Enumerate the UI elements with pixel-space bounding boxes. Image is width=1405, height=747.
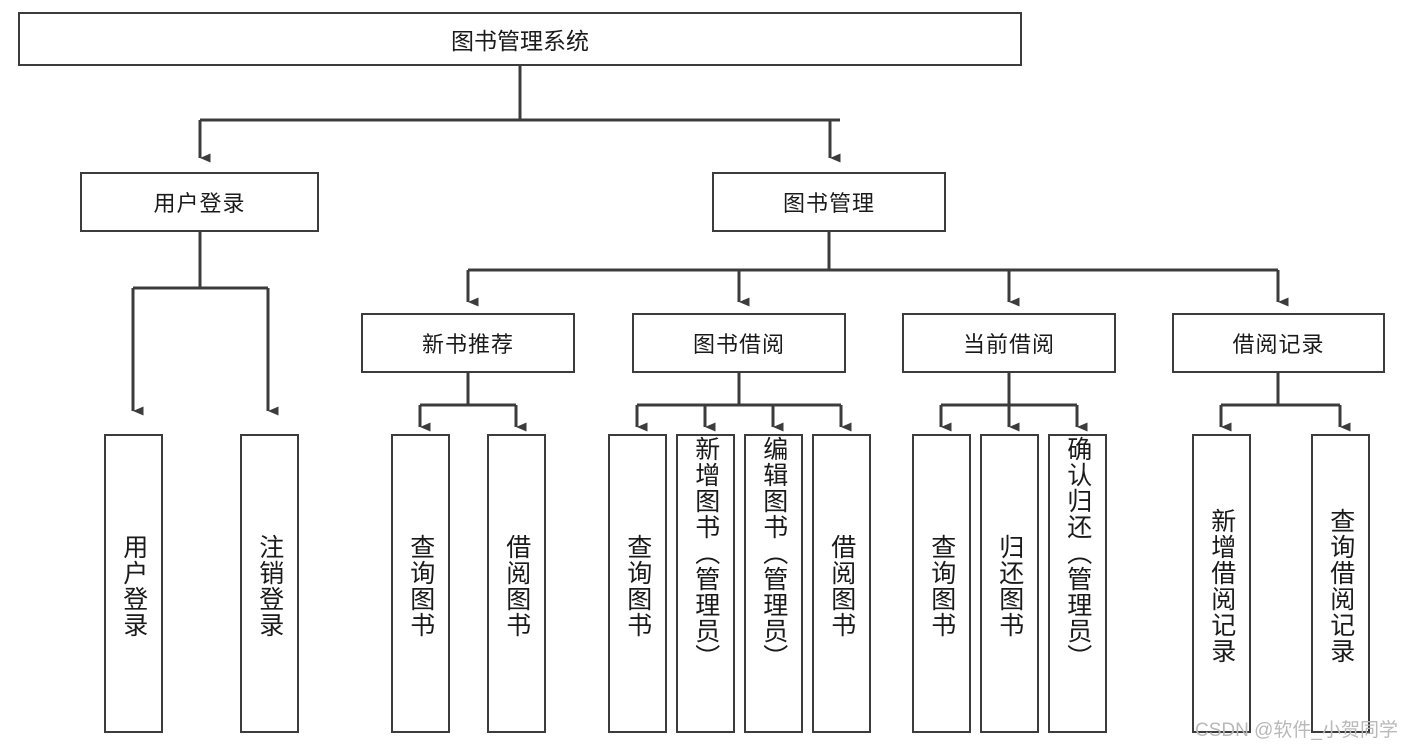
node-current-borrow[interactable]: 当前借阅: [902, 313, 1116, 373]
leaf-user-login-label: 用户登录: [119, 533, 148, 638]
leaf-user-login[interactable]: 用户登录: [104, 434, 163, 733]
node-user-login[interactable]: 用户登录: [80, 172, 319, 232]
node-book-admin[interactable]: 图书管理: [712, 172, 946, 232]
leaf-confirm-return[interactable]: 确认归还（管理员）: [1048, 434, 1107, 733]
leaf-add-record-label: 新增借阅记录: [1207, 507, 1236, 664]
node-borrow-record-label: 借阅记录: [1232, 332, 1325, 357]
leaf-borrow-book-1[interactable]: 借阅图书: [487, 434, 546, 733]
leaf-query-book-2-label: 查询图书: [623, 533, 652, 638]
leaf-edit-book-label: 编辑图书（管理员）: [759, 436, 788, 670]
leaf-query-book-3[interactable]: 查询图书: [912, 434, 971, 733]
leaf-return-book-label: 归还图书: [995, 533, 1024, 638]
leaf-query-book-1-label: 查询图书: [406, 533, 435, 638]
leaf-add-record[interactable]: 新增借阅记录: [1192, 434, 1251, 733]
csdn-watermark: CSDN @软件_小贺同学: [1195, 720, 1398, 741]
leaf-add-book-label: 新增图书（管理员）: [691, 436, 720, 670]
leaf-query-record[interactable]: 查询借阅记录: [1311, 434, 1370, 733]
node-book-borrow-label: 图书借阅: [692, 332, 785, 357]
leaf-logout-label: 注销登录: [255, 533, 284, 638]
leaf-query-book-2[interactable]: 查询图书: [608, 434, 667, 733]
node-user-login-label: 用户登录: [153, 191, 246, 216]
leaf-query-record-label: 查询借阅记录: [1326, 507, 1355, 664]
leaf-add-book[interactable]: 新增图书（管理员）: [676, 434, 735, 733]
leaf-query-book-3-label: 查询图书: [927, 533, 956, 638]
node-new-book-rec-label: 新书推荐: [421, 332, 514, 357]
leaf-borrow-book-2-label: 借阅图书: [827, 533, 856, 638]
leaf-borrow-book-2[interactable]: 借阅图书: [812, 434, 871, 733]
node-root[interactable]: 图书管理系统: [18, 12, 1022, 66]
leaf-query-book-1[interactable]: 查询图书: [391, 434, 450, 733]
leaf-logout[interactable]: 注销登录: [240, 434, 299, 733]
leaf-confirm-return-label: 确认归还（管理员）: [1063, 436, 1092, 670]
leaf-edit-book[interactable]: 编辑图书（管理员）: [744, 434, 803, 733]
leaf-borrow-book-1-label: 借阅图书: [502, 533, 531, 638]
node-book-admin-label: 图书管理: [782, 191, 875, 216]
node-book-borrow[interactable]: 图书借阅: [632, 313, 846, 373]
node-new-book-rec[interactable]: 新书推荐: [361, 313, 575, 373]
leaf-return-book[interactable]: 归还图书: [980, 434, 1039, 733]
node-borrow-record[interactable]: 借阅记录: [1172, 313, 1385, 373]
node-root-label: 图书管理系统: [451, 28, 589, 54]
node-current-borrow-label: 当前借阅: [962, 332, 1055, 357]
